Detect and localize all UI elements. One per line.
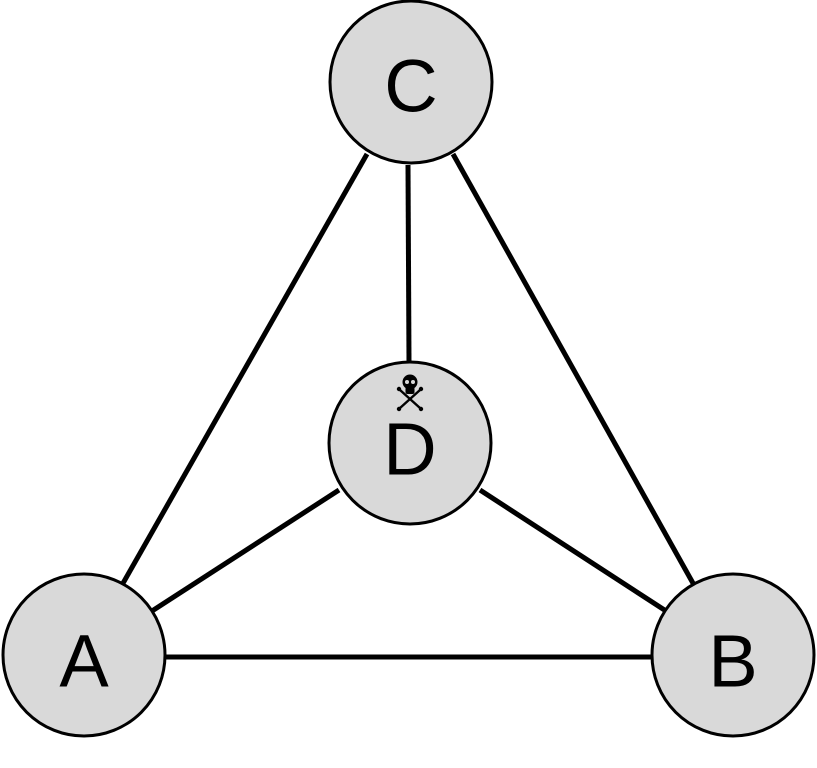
edge-c-d: [405, 164, 412, 363]
node-d: D: [327, 360, 493, 526]
node-a-circle: [1, 572, 167, 738]
node-c: C: [328, 0, 494, 165]
node-b: B: [650, 572, 816, 738]
edge-c-a: [119, 152, 370, 587]
edge-a-d: [150, 487, 341, 614]
node-a: A: [1, 572, 167, 738]
node-d-circle: [327, 360, 493, 526]
node-b-label: B: [708, 620, 757, 703]
edge-c-b: [450, 152, 697, 587]
node-d-label: D: [383, 408, 436, 491]
edges: [119, 152, 697, 660]
skull-and-crossbones-icon: [396, 374, 424, 412]
node-c-circle: [328, 0, 494, 165]
node-b-circle: [650, 572, 816, 738]
edge-b-d: [478, 487, 668, 614]
node-a-label: A: [59, 620, 109, 703]
node-c-label: C: [384, 45, 437, 128]
